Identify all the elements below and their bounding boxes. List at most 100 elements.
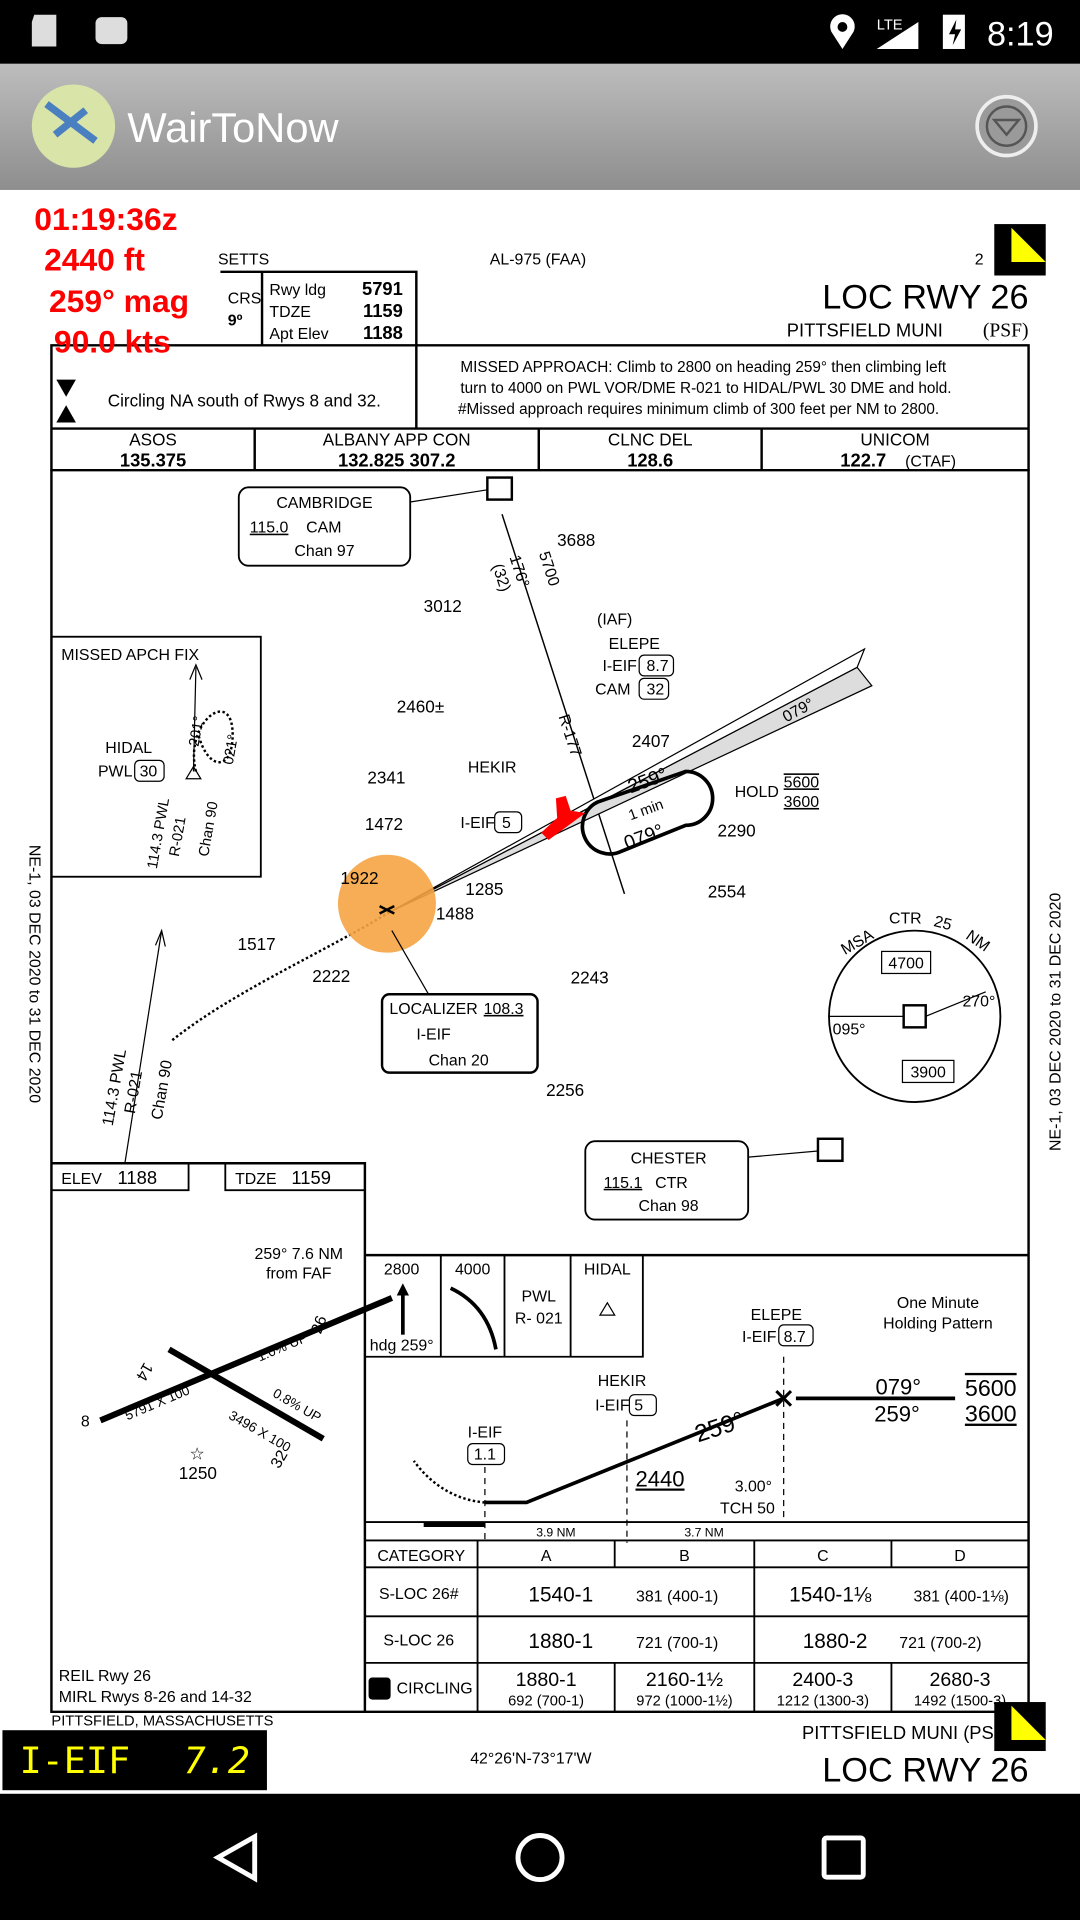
footer-airport: PITTSFIELD MUNI (PS [802, 1722, 994, 1743]
app-bar [0, 63, 1080, 190]
fix-ident: I-EIF [595, 1398, 630, 1415]
app-logo-icon [31, 84, 116, 168]
apt-elev-label: Apt Elev [269, 326, 328, 343]
navaid-name: CAMBRIDGE [276, 495, 372, 512]
runway-id: 26 [309, 1313, 331, 1336]
effective-dates: NE-1, 03 DEC 2020 to 31 DEC 2020 [1047, 893, 1064, 1151]
takeoff-minimums-icon [56, 379, 76, 397]
runway-14-32 [167, 1346, 325, 1442]
obstacle-elev: 2243 [571, 967, 609, 987]
msa-id: CTR [889, 910, 922, 927]
comm-freq[interactable]: 128.6 [627, 450, 673, 471]
dropdown-circle-icon[interactable] [975, 94, 1038, 158]
missed-approach-line: turn to 4000 on PWL VOR/DME R-021 to HID… [460, 380, 951, 397]
min-label: CIRCLING [397, 1680, 473, 1697]
missed-climb-alt: 2800 [384, 1262, 420, 1279]
fix-dme: 5 [634, 1398, 643, 1415]
home-icon[interactable] [515, 1833, 565, 1883]
navaid-chan: Chan 20 [429, 1052, 489, 1069]
min-haa: 721 (700-1) [636, 1635, 718, 1652]
tdze-value: 1159 [363, 300, 403, 321]
fix-name: HEKIR [598, 1373, 647, 1390]
msa-bearing: 270° [962, 994, 995, 1011]
footer-coords: 42°26'N-73°17'W [470, 1750, 591, 1767]
sd-card-icon [31, 14, 57, 47]
back-icon[interactable] [212, 1832, 258, 1883]
crs-value: 9º [228, 313, 243, 330]
battery-charging-icon [942, 14, 965, 49]
min-haa: 972 (1000-1½) [636, 1694, 732, 1710]
obstacle-elev: 2290 [718, 820, 756, 840]
comm-freq[interactable]: 122.7 [840, 450, 886, 471]
iaf-label: (IAF) [597, 611, 632, 628]
comm-freq[interactable]: 135.375 [120, 450, 186, 471]
msa-bearing: 095° [833, 1022, 866, 1039]
crs-label: CRS [228, 291, 262, 308]
min-haa: 721 (700-2) [899, 1635, 981, 1652]
recents-icon[interactable] [821, 1835, 866, 1880]
alternate-minimums-icon [56, 405, 76, 423]
fix-dme: 1.1 [474, 1447, 496, 1464]
fix-dme: 8.7 [784, 1329, 806, 1346]
hold-alt-min: 3600 [784, 794, 820, 811]
segment-distance: 3.7 NM [684, 1526, 723, 1540]
fix-ident: I-EIF [460, 815, 495, 832]
footer-city: PITTSFIELD, MASSACHUSETTS [51, 1713, 273, 1729]
comm-name: ASOS [129, 430, 177, 450]
fix-dme: 8.7 [647, 658, 669, 675]
apt-elev-value: 1188 [363, 322, 403, 343]
hold-inbound: 259° [874, 1402, 920, 1427]
msa-altitude: 4700 [888, 956, 924, 973]
fix-ident: CAM [595, 681, 630, 698]
min-value: 2680-3 [930, 1669, 991, 1691]
table-header: B [679, 1548, 690, 1565]
nav-readout-box[interactable] [2, 1730, 267, 1791]
nav-dme: 7.2 [184, 1739, 250, 1782]
missed-approach-line: #Missed approach requires minimum climb … [458, 401, 939, 418]
obstacle-elev: 2341 [367, 768, 405, 788]
obstacle-elev: 2460± [397, 697, 445, 717]
footer-title: LOC RWY 26 [822, 1752, 1028, 1790]
tdze-label: TDZE [269, 304, 311, 321]
localizer-box [380, 993, 539, 1074]
inset-title: MISSED APCH FIX [61, 647, 199, 664]
obstacle-elev: 3688 [557, 530, 595, 550]
elev-label: ELEV [61, 1171, 102, 1188]
hold-note: Holding Pattern [883, 1316, 993, 1333]
navaid-name: CHESTER [631, 1150, 707, 1167]
msa-radius: 25 [932, 913, 954, 934]
rwy-ldg-value: 5791 [362, 278, 403, 299]
plate-title: LOC RWY 26 [822, 279, 1028, 317]
beacon-elev: 1250 [179, 1463, 217, 1483]
airport-name: PITTSFIELD MUNI [787, 320, 943, 341]
msa-altitude: 3900 [910, 1065, 946, 1082]
fix-name: ELEPE [751, 1307, 802, 1324]
fix-dme: 30 [140, 763, 158, 780]
obstacle-elev: 1472 [365, 814, 403, 834]
ctaf-label: (CTAF) [905, 454, 956, 471]
runway-id: 14 [132, 1360, 156, 1384]
min-value: 2400-3 [792, 1669, 853, 1691]
table-header: D [954, 1548, 966, 1565]
tdze-value: 1159 [291, 1167, 330, 1188]
table-header: CATEGORY [377, 1548, 465, 1565]
obstacles: 3688 3012 2460± 2407 2341 1472 1922 1285… [238, 530, 756, 1100]
notes: Circling NA south of Rwys 8 and 32. [108, 391, 381, 411]
min-haa: 1492 (1500-3) [914, 1694, 1006, 1710]
obstacle-elev: 2407 [632, 731, 670, 751]
faa-id: AL-975 (FAA) [490, 251, 586, 268]
min-value: 2160-1½ [646, 1669, 723, 1691]
missed-apch-fix-inset [50, 635, 262, 878]
obstacle-elev: 1285 [465, 879, 503, 899]
comm-freq[interactable]: 132.825 307.2 [338, 450, 455, 471]
obstacle-elev: 1922 [340, 868, 378, 888]
signal-icon [876, 22, 919, 49]
min-haa: 381 (400-1) [636, 1589, 718, 1606]
airport-id: (PSF) [983, 321, 1029, 342]
missed-turn-alt: 4000 [455, 1262, 491, 1279]
navaid-chan: Chan 97 [294, 543, 354, 560]
georef-corner-icon [994, 1702, 1046, 1752]
cambridge-vor-box [237, 486, 412, 567]
missed-navaid: PWL [522, 1289, 557, 1306]
obstacle-elev: 1517 [238, 934, 276, 954]
